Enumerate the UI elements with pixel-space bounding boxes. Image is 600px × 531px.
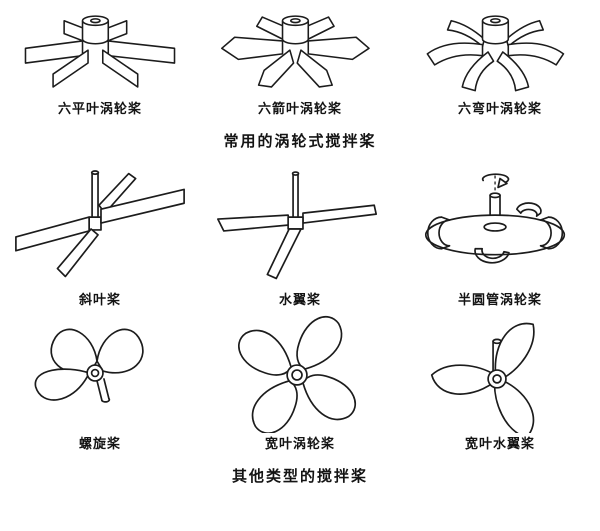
impeller-label: 宽叶水翼桨 xyxy=(464,437,535,452)
impeller-label: 宽叶涡轮桨 xyxy=(264,437,335,452)
impeller-cell-six-curved-blade-turbine: 六弯叶涡轮桨 xyxy=(400,6,600,118)
six-arrow-blade-turbine-art xyxy=(206,6,394,98)
caption-other-group: 其他类型的搅拌桨 xyxy=(231,467,368,485)
half-pipe-turbine-illustration xyxy=(424,173,566,264)
hydrofoil-impeller-art xyxy=(206,161,394,289)
impeller-label: 六弯叶涡轮桨 xyxy=(457,102,542,117)
impeller-label: 六平叶涡轮桨 xyxy=(57,102,142,117)
propeller-illustration xyxy=(34,328,144,403)
turbine-impeller-row: 六平叶涡轮桨 六箭叶涡轮桨 xyxy=(0,6,600,118)
impeller-label: 螺旋桨 xyxy=(78,437,121,452)
wide-blade-turbine-illustration xyxy=(238,315,357,433)
half-pipe-turbine-art xyxy=(406,161,594,289)
wide-blade-turbine-art xyxy=(206,309,394,433)
six-flat-blade-turbine-art xyxy=(6,6,194,98)
impeller-cell-wide-blade-hydrofoil: 宽叶水翼桨 xyxy=(400,309,600,453)
impeller-types-diagram: 六平叶涡轮桨 六箭叶涡轮桨 xyxy=(0,6,600,485)
wide-blade-hydrofoil-art xyxy=(406,309,594,433)
pitched-blade-paddle-illustration xyxy=(15,170,185,278)
impeller-cell-six-arrow-blade-turbine: 六箭叶涡轮桨 xyxy=(200,6,400,118)
impeller-label: 半圆管涡轮桨 xyxy=(457,293,542,308)
caption-turbine-group: 常用的涡轮式搅拌桨 xyxy=(223,132,377,150)
six-curved-blade-turbine-art xyxy=(406,6,594,98)
middle-impeller-row: 斜叶桨 水翼桨 xyxy=(0,161,600,309)
impeller-cell-wide-blade-turbine: 宽叶涡轮桨 xyxy=(200,309,400,453)
six-curved-blade-turbine-illustration xyxy=(426,15,565,92)
impeller-label: 斜叶桨 xyxy=(78,293,121,308)
impeller-cell-propeller: 螺旋桨 xyxy=(0,309,200,453)
six-flat-blade-turbine-illustration xyxy=(24,15,176,88)
propeller-art xyxy=(6,309,194,433)
six-arrow-blade-turbine-illustration xyxy=(221,15,370,88)
impeller-cell-half-pipe-turbine: 半圆管涡轮桨 xyxy=(400,161,600,309)
impeller-cell-six-flat-blade-turbine: 六平叶涡轮桨 xyxy=(0,6,200,118)
impeller-cell-hydrofoil-impeller: 水翼桨 xyxy=(200,161,400,309)
impeller-label: 水翼桨 xyxy=(278,293,321,308)
hydrofoil-impeller-illustration xyxy=(217,171,378,280)
impeller-cell-pitched-blade-paddle: 斜叶桨 xyxy=(0,161,200,309)
impeller-label: 六箭叶涡轮桨 xyxy=(257,102,342,117)
wide-blade-hydrofoil-illustration xyxy=(430,322,535,433)
bottom-impeller-row: 螺旋桨 宽叶涡轮桨 xyxy=(0,309,600,453)
pitched-blade-paddle-art xyxy=(6,161,194,289)
